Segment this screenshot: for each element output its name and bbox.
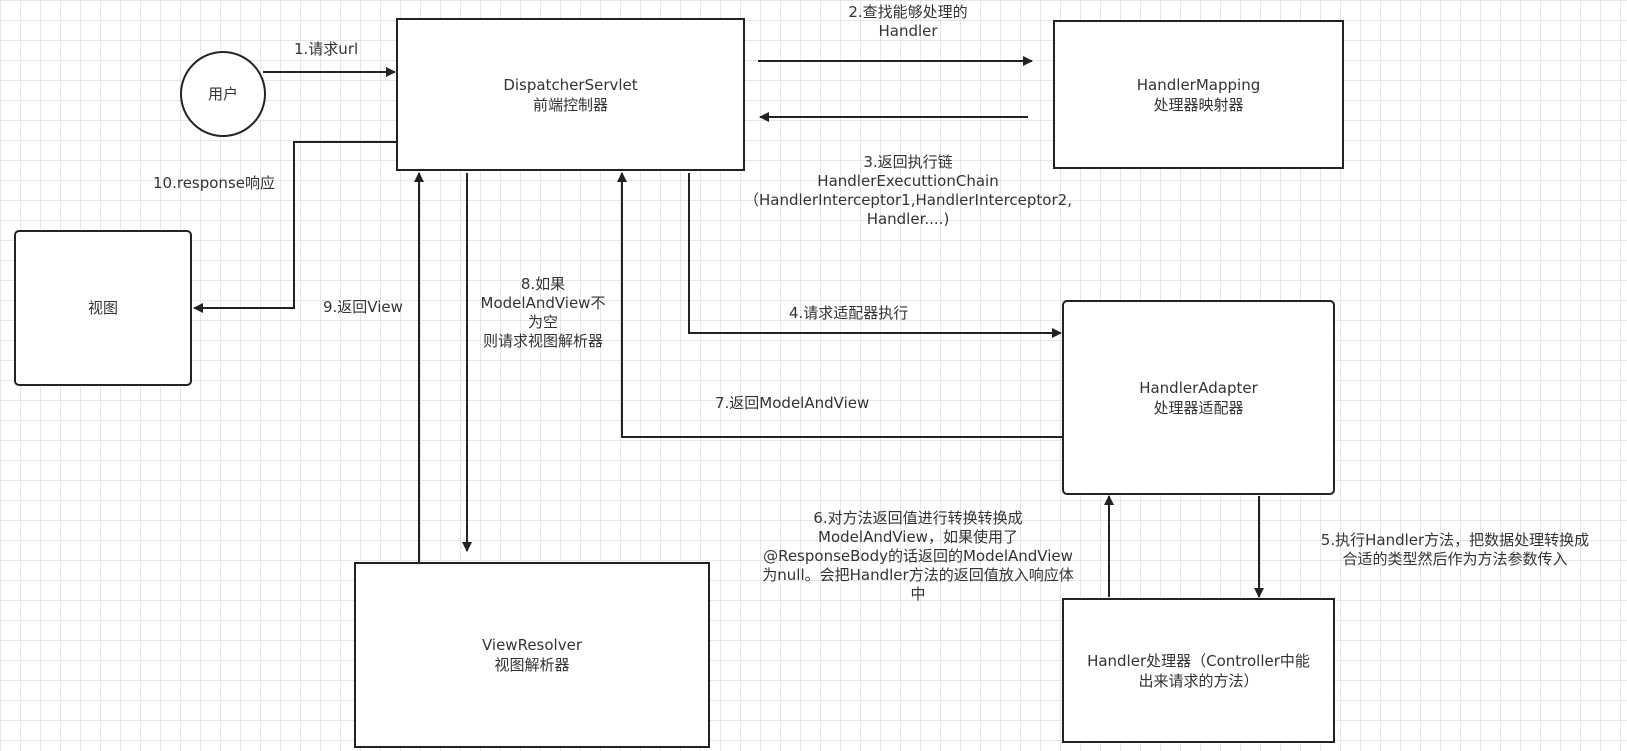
handler-node[interactable]: Handler处理器（Controller中能 出来请求的方法） [1062,598,1335,743]
step-3-line-2: HandlerExecuttionChain [817,172,999,190]
handler-mapping-node[interactable]: HandlerMapping 处理器映射器 [1053,20,1344,169]
view-resolver-title: ViewResolver [481,636,582,654]
step-8-line-4: 则请求视图解析器 [482,332,603,350]
view-label: 视图 [87,299,118,317]
handler-adapter-node[interactable]: HandlerAdapter 处理器适配器 [1062,300,1335,495]
step-3-line-3: （HandlerInterceptor1,HandlerInterceptor2… [744,191,1072,209]
step-6-label: 6.对方法返回值进行转换转换成 ModelAndView，如果使用了 @Resp… [740,509,1096,604]
step-2-line-1: 2.查找能够处理的 [848,3,968,21]
step-2-label: 2.查找能够处理的 Handler [808,3,1008,41]
step-8-line-3: 为空 [527,313,558,331]
arrow-dispatcher-to-adapter [688,173,1062,338]
arrow-dispatcher-to-view [193,141,396,313]
handler-line-1: Handler处理器（Controller中能 [1087,651,1310,670]
step-5-line-1: 5.执行Handler方法，把数据处理转换成 [1320,531,1590,549]
step-4-label: 4.请求适配器执行 [789,304,909,322]
handler-adapter-desc: 处理器适配器 [1153,398,1244,417]
step-3-line-1: 3.返回执行链 [863,153,953,171]
user-label: 用户 [207,85,238,103]
step-6-line-2: ModelAndView，如果使用了 [818,528,1018,546]
view-resolver-node[interactable]: ViewResolver 视图解析器 [354,562,710,748]
dispatcher-servlet-node[interactable]: DispatcherServlet 前端控制器 [396,18,745,171]
step-7-label: 7.返回ModelAndView [715,394,870,412]
step-6-line-3: @ResponseBody的话返回的ModelAndView [763,547,1073,565]
handler-adapter-title: HandlerAdapter [1139,378,1258,397]
step-8-label: 8.如果 ModelAndView不 为空 则请求视图解析器 [463,275,623,351]
dispatcher-servlet-desc: 前端控制器 [532,95,608,114]
step-6-line-5: 中 [910,585,926,603]
step-5-label: 5.执行Handler方法，把数据处理转换成 合适的类型然后作为方法参数传入 [1290,531,1620,569]
step-8-line-1: 8.如果 [520,275,566,293]
arrow-adapter-to-dispatcher [617,172,1062,438]
step-3-label: 3.返回执行链 HandlerExecuttionChain （HandlerI… [740,153,1076,229]
step-2-line-2: Handler [878,22,938,40]
handler-mapping-desc: 处理器映射器 [1153,95,1244,114]
user-node[interactable]: 用户 [180,51,266,137]
view-resolver-desc: 视图解析器 [494,656,570,674]
handler-line-2: 出来请求的方法） [1138,671,1259,690]
step-9-label: 9.返回View [323,298,403,316]
view-node[interactable]: 视图 [14,230,192,386]
handler-mapping-title: HandlerMapping [1136,75,1261,94]
step-6-line-1: 6.对方法返回值进行转换转换成 [813,509,1023,527]
step-6-line-4: 为null。会把Handler方法的返回值放入响应体 [762,566,1074,584]
step-8-line-2: ModelAndView不 [480,294,606,312]
step-5-line-2: 合适的类型然后作为方法参数传入 [1342,550,1568,568]
step-3-line-4: Handler....) [866,210,950,228]
dispatcher-servlet-title: DispatcherServlet [503,75,638,94]
step-1-label: 1.请求url [294,40,359,58]
step-10-label: 10.response响应 [153,174,275,192]
